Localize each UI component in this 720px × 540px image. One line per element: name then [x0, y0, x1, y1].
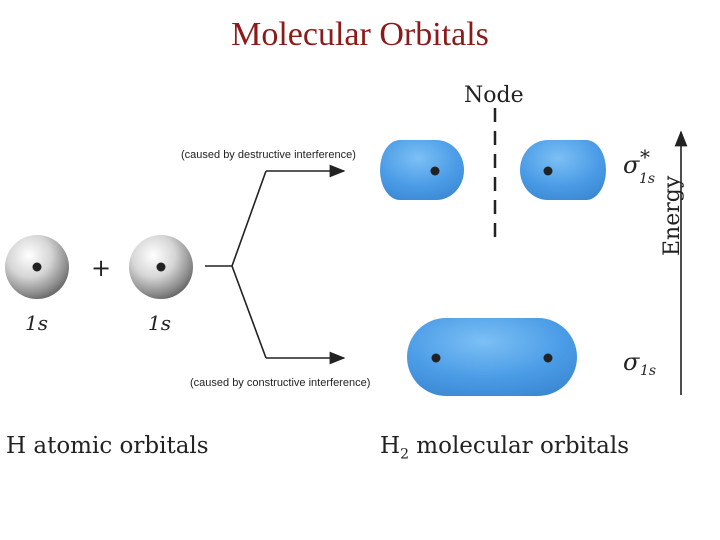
bonding-orbital — [407, 318, 577, 396]
antibonding-orbital-label: σ* 1s — [623, 145, 655, 187]
antibonding-star: * — [640, 145, 650, 169]
energy-axis-label: Energy — [660, 175, 685, 256]
atom-right-nucleus — [156, 262, 166, 272]
arrow-down-diagonal — [231, 265, 267, 359]
antibonding-left-nucleus — [430, 166, 440, 176]
atom-left-label: 1s — [25, 311, 48, 335]
antibonding-right-nucleus — [543, 166, 553, 176]
antibonding-caption: (caused by destructive interference) — [181, 149, 356, 161]
plus-sign: + — [91, 254, 111, 282]
atomic-orbitals-caption: H atomic orbitals — [6, 433, 209, 459]
bonding-left-nucleus — [431, 353, 441, 363]
bonding-right-nucleus — [543, 353, 553, 363]
molecular-caption-prefix: H — [380, 433, 401, 459]
page-title: Molecular Orbitals — [231, 16, 489, 53]
antibonding-sigma: σ — [623, 151, 640, 179]
antibonding-lobe-right — [520, 140, 606, 200]
antibonding-subscript: 1s — [639, 171, 656, 187]
bonding-subscript: 1s — [640, 363, 657, 379]
atom-left-nucleus — [32, 262, 42, 272]
node-label: Node — [464, 83, 524, 108]
molecular-caption-suffix: molecular orbitals — [408, 433, 630, 459]
arrow-up-diagonal — [231, 170, 267, 267]
bonding-sigma: σ — [623, 348, 640, 376]
atom-right-label: 1s — [148, 311, 171, 335]
molecular-orbitals-caption: H2 molecular orbitals — [380, 433, 629, 463]
molecular-caption-subscript: 2 — [400, 446, 409, 463]
antibonding-lobe-left — [380, 140, 464, 200]
bonding-caption: (caused by constructive interference) — [190, 377, 371, 389]
